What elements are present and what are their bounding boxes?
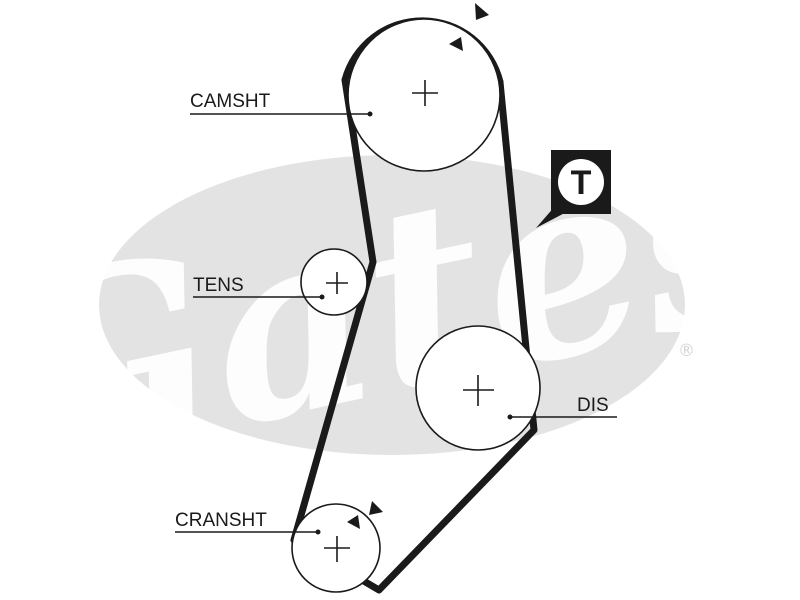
distributor-pulley	[415, 325, 541, 451]
leader-dots	[315, 111, 513, 535]
rotation-arrows	[347, 3, 489, 529]
tensioner-center-cross	[326, 272, 348, 294]
camshaft-pulley	[347, 18, 501, 172]
crankshaft-inner-arrow	[347, 515, 360, 529]
tensioner-badge: T	[536, 150, 611, 228]
crankshaft-outer-arrow	[369, 501, 383, 515]
camshaft-label: CAMSHT	[190, 91, 271, 112]
crankshaft-center-cross	[324, 536, 350, 562]
registered-mark: ®	[678, 341, 695, 361]
distributor-label: DIS	[577, 395, 609, 416]
tensioner-badge-circle	[558, 159, 604, 205]
tensioner-label: TENS	[193, 275, 244, 296]
tensioner-pulley	[300, 248, 368, 316]
crankshaft-pulley	[291, 503, 381, 593]
leader-lines	[175, 113, 617, 533]
crankshaft-label: CRANSHT	[175, 510, 267, 531]
camshaft-inner-arrow	[449, 37, 463, 51]
tensioner-badge-letter: T	[571, 164, 592, 202]
distributor-center-cross	[463, 375, 494, 406]
camshaft-center-cross	[412, 80, 438, 106]
camshaft-outer-arrow	[475, 3, 489, 20]
